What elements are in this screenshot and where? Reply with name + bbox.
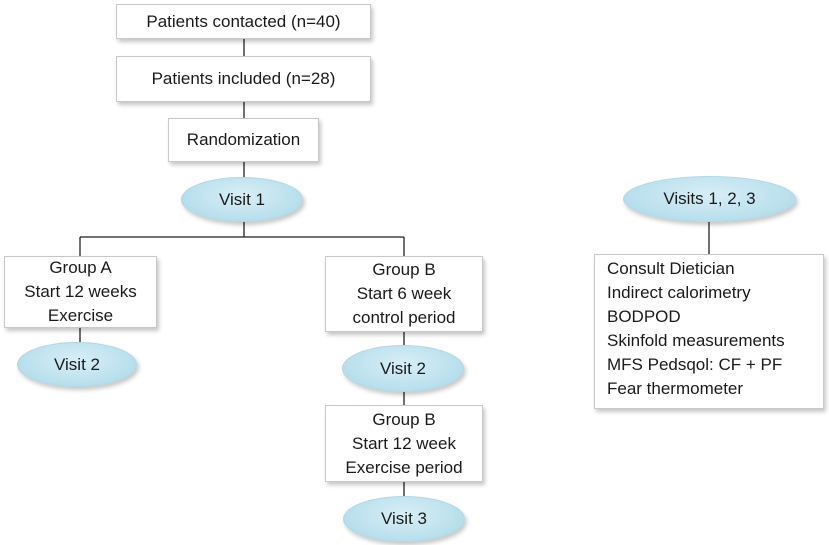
group-a-visit-2-label: Visit 2: [54, 354, 100, 374]
randomization-label: Randomization: [186, 130, 301, 149]
visits-panel-item: MFS Pedsqol: CF + PF: [607, 355, 783, 374]
group-b-visit-2-oval: Visit 2: [342, 345, 464, 392]
visits-panel-item: Consult Dietician: [607, 259, 735, 278]
group-b-exercise-line-1: Group B: [372, 409, 436, 429]
visit-3-oval: Visit 3: [343, 496, 465, 542]
visits-panel-box: Consult Dietician Indirect calorimetry B…: [594, 254, 824, 409]
visits-panel-item: BODPOD: [607, 307, 681, 326]
group-b-visit-2-label: Visit 2: [380, 358, 426, 378]
visits-panel-item: Skinfold measurements: [607, 331, 785, 350]
group-a-box: Group A Start 12 weeks Exercise: [4, 256, 157, 328]
group-b-control-box: Group B Start 6 week control period: [325, 256, 483, 332]
group-a-line-3: Exercise: [47, 306, 114, 325]
visits-panel-item: Indirect calorimetry: [607, 283, 751, 302]
visits-panel-item: Fear thermometer: [607, 379, 744, 398]
patients-included-box: Patients included (n=28): [116, 56, 371, 102]
visits-panel-oval: Visits 1, 2, 3: [623, 176, 796, 222]
patients-included-label: Patients included (n=28): [151, 69, 336, 88]
visits-panel-title: Visits 1, 2, 3: [663, 189, 756, 208]
group-b-exercise-line-3: Exercise period: [345, 457, 463, 477]
group-a-line-1: Group A: [49, 258, 112, 277]
group-b-control-line-1: Group B: [372, 260, 436, 279]
patients-contacted-box: Patients contacted (n=40): [116, 4, 371, 39]
group-b-control-line-3: control period: [352, 308, 456, 327]
visit-3-label: Visit 3: [381, 509, 427, 528]
group-b-exercise-box: Group B Start 12 week Exercise period: [325, 405, 483, 482]
visit-1-label: Visit 1: [219, 189, 265, 209]
randomization-box: Randomization: [168, 118, 319, 162]
group-a-line-2: Start 12 weeks: [24, 282, 137, 301]
group-a-visit-2-oval: Visit 2: [17, 342, 137, 387]
group-b-exercise-line-2: Start 12 week: [352, 433, 456, 453]
patients-contacted-label: Patients contacted (n=40): [146, 11, 341, 31]
group-b-control-line-2: Start 6 week: [356, 284, 452, 303]
visit-1-oval: Visit 1: [181, 177, 303, 222]
